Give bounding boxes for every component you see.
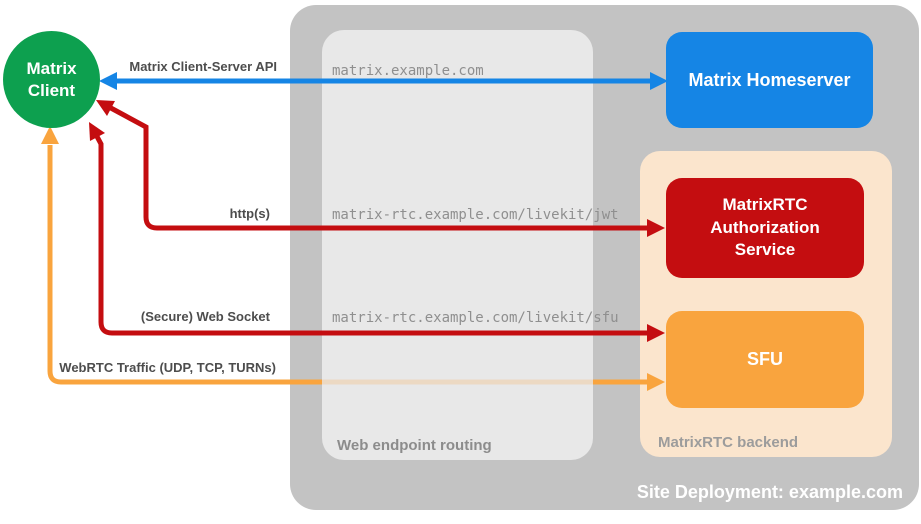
arrowhead-to-sfu-icon [647,324,665,342]
matrixrtc-authorization-service-node: MatrixRTC Authorization Service [666,178,864,278]
arrowhead-left-icon [99,72,117,90]
web-endpoint-routing-container [322,30,593,460]
endpoint-livekit-jwt: matrix-rtc.example.com/livekit/jwt [332,207,619,223]
webrtc-line-left [47,145,322,385]
arrowhead-right-icon [650,72,668,90]
sfu-node: SFU [666,311,864,408]
arrow-https-jwt [96,100,665,237]
arrow-secure-web-socket [89,122,665,342]
webrtc-traffic-label: WebRTC Traffic (UDP, TCP, TURNs) [59,360,276,375]
client-server-api-label: Matrix Client-Server API [129,59,277,74]
matrix-client-label: Matrix Client [26,59,77,100]
site-deployment-label: Site Deployment: example.com [636,482,903,502]
arrow-webrtc-traffic [41,126,665,391]
endpoint-livekit-sfu: matrix-rtc.example.com/livekit/sfu [332,310,619,326]
matrix-homeserver-node: Matrix Homeserver [666,32,873,128]
arrowhead-to-auth-icon [647,219,665,237]
matrixrtc-authorization-service-label: MatrixRTC Authorization Service [710,194,820,260]
web-socket-label: (Secure) Web Socket [140,309,270,324]
endpoint-matrix-example-com: matrix.example.com [332,63,484,79]
arrowhead-to-client-icon [41,126,59,144]
matrix-client-node: Matrix Client [3,31,100,128]
arrow-matrix-client-server-api [99,72,668,90]
arrowhead-to-client-icon [89,122,105,141]
arrowhead-to-client-icon [96,100,115,116]
https-label: http(s) [229,206,270,221]
arrowhead-to-sfu-icon [647,373,665,391]
web-endpoint-routing-label: Web endpoint routing [337,437,492,454]
https-jwt-line [107,104,651,231]
web-socket-line [90,127,651,336]
matrix-homeserver-label: Matrix Homeserver [688,69,851,90]
sfu-label: SFU [747,349,783,369]
matrixrtc-backend-label: MatrixRTC backend [658,434,799,451]
